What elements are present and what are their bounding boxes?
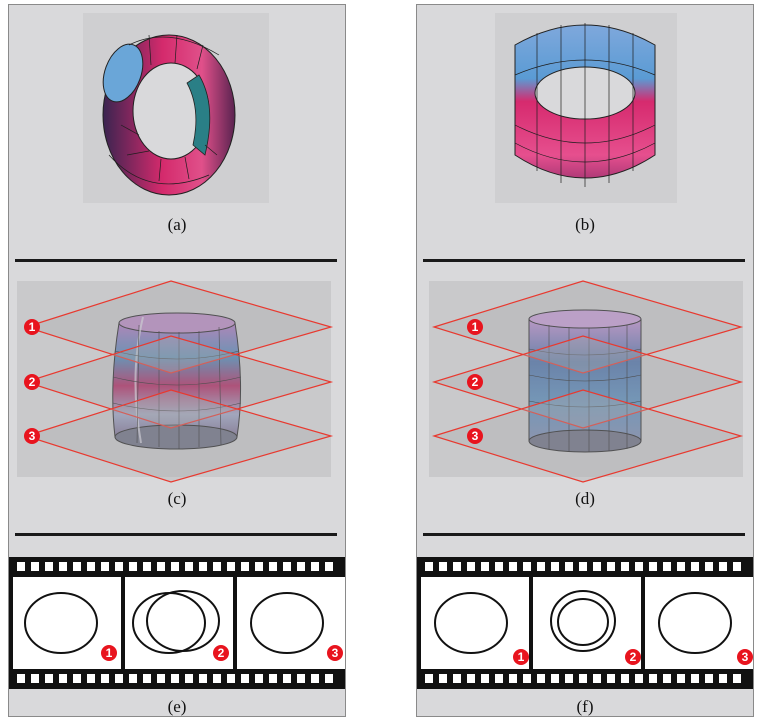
film-frame-2: 2	[125, 577, 233, 669]
divider	[423, 533, 745, 536]
caption-c: (c)	[167, 489, 187, 508]
slice-marker-2: 2	[24, 374, 40, 390]
film-perforations-bottom	[17, 674, 333, 683]
svg-text:2: 2	[630, 650, 637, 664]
svg-text:3: 3	[472, 429, 479, 443]
sliced-tube-diagram-c: 1 2 3	[17, 280, 334, 483]
slice-plane-1	[24, 280, 334, 374]
slice-marker-3: 3	[467, 428, 483, 444]
divider	[15, 533, 337, 536]
caption-e: (e)	[167, 697, 187, 716]
left-figure-canvas: 1 2 3	[9, 13, 345, 689]
svg-text:3: 3	[742, 650, 749, 664]
divider	[423, 259, 745, 262]
film-perforations-top	[425, 562, 741, 571]
film-frame-2: 2	[533, 577, 641, 669]
film-perforations-top	[17, 562, 333, 571]
film-frame-3: 3	[645, 577, 753, 669]
panel-left: 1 2 3	[8, 4, 346, 717]
film-frame-1: 1	[13, 577, 121, 669]
svg-text:2: 2	[29, 375, 36, 389]
slice-plane-3	[431, 389, 744, 483]
straight-column-d	[528, 309, 642, 453]
film-strip-e: 1 2 3	[9, 557, 345, 689]
straight-tube-render-b	[495, 13, 677, 203]
slice-marker-1: 1	[24, 319, 40, 335]
svg-text:2: 2	[218, 646, 225, 660]
slice-marker-3: 3	[24, 428, 40, 444]
slice-marker-1: 1	[467, 319, 483, 335]
divider	[15, 259, 337, 262]
bent-tube-render-a	[83, 13, 269, 203]
svg-text:2: 2	[472, 375, 479, 389]
slice-marker-2: 2	[467, 374, 483, 390]
film-strip-f: 1 2 3	[417, 557, 753, 689]
slice-plane-2	[24, 335, 334, 429]
film-perforations-bottom	[425, 674, 741, 683]
film-frame-3: 3	[237, 577, 345, 669]
svg-text:3: 3	[332, 646, 339, 660]
svg-text:1: 1	[29, 320, 36, 334]
caption-d: (d)	[575, 489, 595, 508]
caption-f: (f)	[576, 697, 594, 716]
slice-plane-1	[431, 280, 744, 374]
svg-text:1: 1	[518, 650, 525, 664]
svg-text:1: 1	[472, 320, 479, 334]
slice-plane-2	[431, 335, 744, 429]
film-frame-1: 1	[421, 577, 529, 669]
svg-text:1: 1	[106, 646, 113, 660]
slice-plane-3	[24, 389, 334, 483]
caption-a: (a)	[167, 215, 187, 234]
right-figure-canvas: 1 2 3	[417, 13, 753, 689]
caption-b: (b)	[575, 215, 595, 234]
sliced-tube-diagram-d: 1 2 3	[429, 280, 744, 483]
barrel-tube-c	[112, 312, 242, 450]
svg-text:3: 3	[29, 429, 36, 443]
panel-right: 1 2 3	[416, 4, 754, 717]
